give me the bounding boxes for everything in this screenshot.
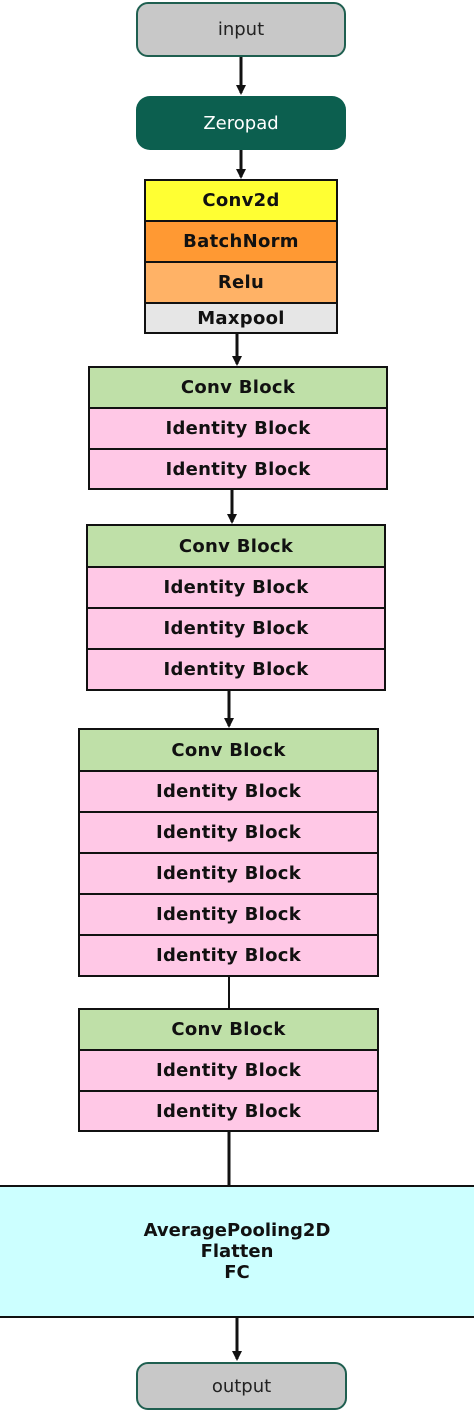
identity-block: Identity Block: [80, 813, 377, 854]
identity-block: Identity Block: [80, 854, 377, 895]
stage-4: Conv Block Identity Block Identity Block: [78, 1008, 379, 1132]
identity-block: Identity Block: [80, 1051, 377, 1092]
output-label: output: [211, 1375, 272, 1397]
batchnorm-layer: BatchNorm: [146, 222, 336, 263]
zeropad-label: Zeropad: [203, 112, 279, 134]
average-pooling-label: AveragePooling2D: [143, 1220, 331, 1241]
conv-block: Conv Block: [88, 526, 384, 568]
flatten-label: Flatten: [200, 1241, 274, 1262]
output-node: output: [136, 1362, 347, 1410]
conv-block: Conv Block: [80, 1010, 377, 1051]
identity-block: Identity Block: [88, 568, 384, 609]
stage-1: Conv Block Identity Block Identity Block: [88, 366, 388, 490]
conv2d-layer: Conv2d: [146, 181, 336, 222]
relu-layer: Relu: [146, 263, 336, 304]
head-block: AveragePooling2D Flatten FC: [0, 1185, 474, 1318]
input-label: input: [217, 19, 265, 40]
maxpool-layer: Maxpool: [146, 304, 336, 332]
conv-block: Conv Block: [90, 368, 386, 409]
identity-block: Identity Block: [80, 895, 377, 936]
stage-3: Conv Block Identity Block Identity Block…: [78, 728, 379, 977]
identity-block: Identity Block: [90, 450, 386, 488]
input-node: input: [136, 2, 346, 57]
conv-block: Conv Block: [80, 730, 377, 772]
stem-stack: Conv2d BatchNorm Relu Maxpool: [144, 179, 338, 334]
identity-block: Identity Block: [80, 936, 377, 975]
fc-label: FC: [224, 1262, 250, 1283]
zeropad-node: Zeropad: [136, 96, 346, 150]
identity-block: Identity Block: [90, 409, 386, 450]
stage-2: Conv Block Identity Block Identity Block…: [86, 524, 386, 691]
identity-block: Identity Block: [88, 609, 384, 650]
identity-block: Identity Block: [88, 650, 384, 689]
identity-block: Identity Block: [80, 772, 377, 813]
identity-block: Identity Block: [80, 1092, 377, 1130]
